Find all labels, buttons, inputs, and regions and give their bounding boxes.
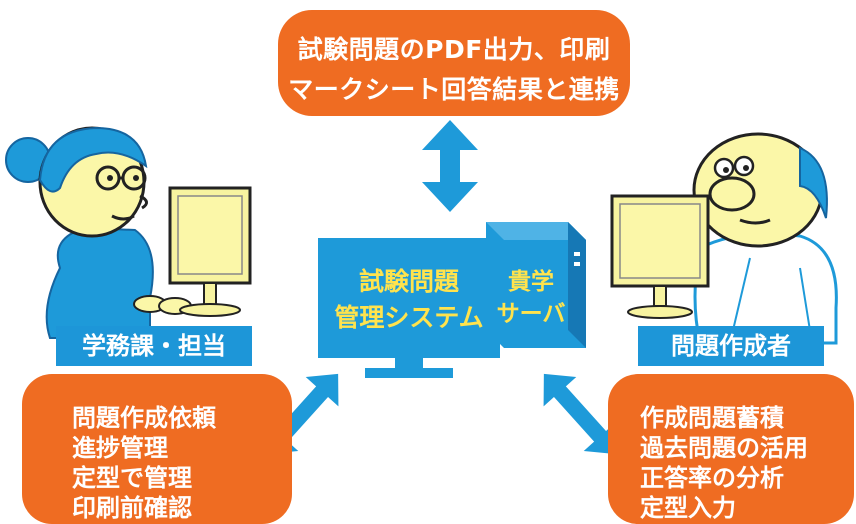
author-task-item: 定型入力 <box>640 494 736 522</box>
server-label-line-2: サーバ <box>496 301 566 327</box>
right-diagonal-double-arrow-icon <box>543 373 617 455</box>
left-computer-monitor-illustration <box>168 186 252 317</box>
office-staff-task-item: 問題作成依頼 <box>72 404 216 432</box>
top-feature-line-1: 試験問題のPDF出力、印刷 <box>297 35 611 64</box>
system-title-line-1: 試験問題 <box>358 267 459 296</box>
server-label-line-1: 貴学 <box>508 269 554 295</box>
office-staff-task-item: 定型で管理 <box>72 464 192 492</box>
system-title-line-2: 管理システム <box>334 303 484 332</box>
vertical-double-arrow-icon <box>422 120 478 212</box>
author-tasks-box: 作成問題蓄積 過去問題の活用 正答率の分析 定型入力 <box>608 374 854 524</box>
system-monitor-base <box>365 368 453 378</box>
office-staff-task-item: 印刷前確認 <box>72 494 192 522</box>
system-monitor-screen: 試験問題 管理システム <box>318 238 500 358</box>
system-monitor-stand <box>395 358 423 370</box>
top-feature-box: 試験問題のPDF出力、印刷 マークシート回答結果と連携 <box>278 10 630 116</box>
office-staff-role-label: 学務課・担当 <box>56 326 252 366</box>
right-computer-monitor-illustration <box>610 194 710 319</box>
question-author-person-illustration <box>692 132 838 345</box>
author-role-label: 問題作成者 <box>638 326 824 366</box>
author-task-item: 過去問題の活用 <box>640 434 808 462</box>
author-task-item: 正答率の分析 <box>640 464 784 492</box>
author-task-item: 作成問題蓄積 <box>640 404 784 432</box>
top-feature-line-2: マークシート回答結果と連携 <box>288 75 620 104</box>
server-icon <box>486 222 586 348</box>
office-staff-task-item: 進捗管理 <box>72 434 168 462</box>
server-label: 貴学 サーバ <box>486 222 576 348</box>
office-staff-person-illustration <box>5 126 192 339</box>
office-staff-tasks-box: 問題作成依頼 進捗管理 定型で管理 印刷前確認 <box>22 374 292 524</box>
